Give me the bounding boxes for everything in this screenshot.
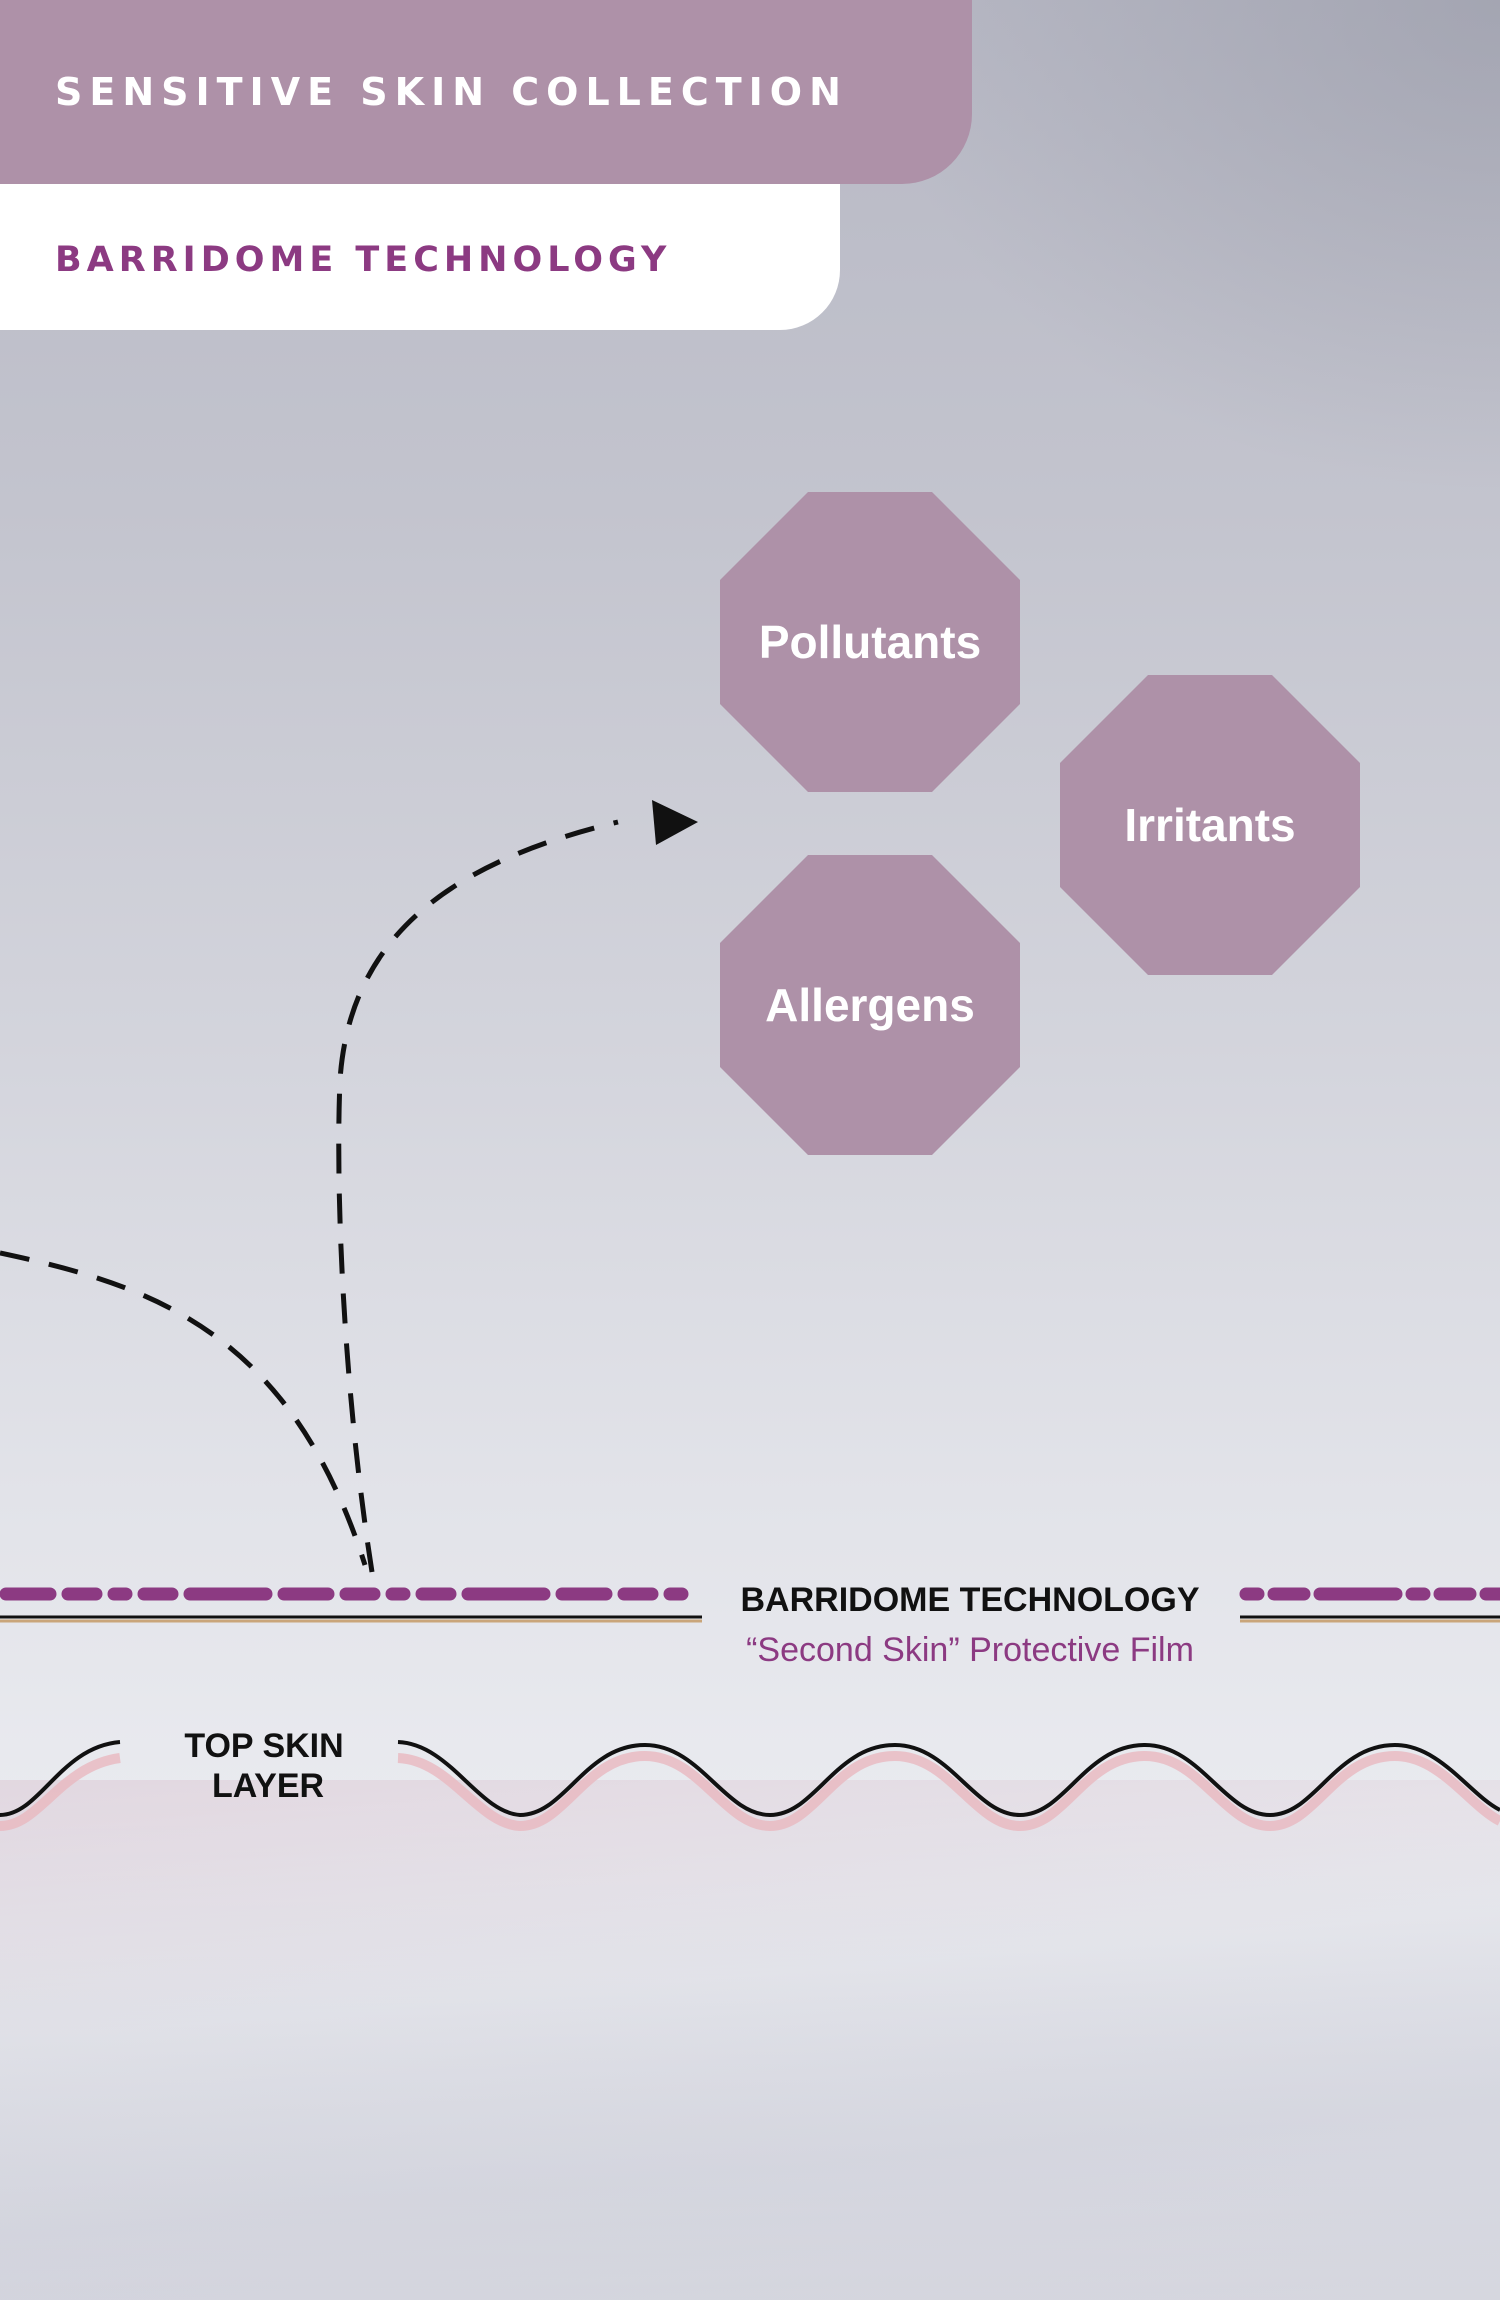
film-subtitle: “Second Skin” Protective Film	[746, 1631, 1194, 1669]
skin-label-line1: TOP SKIN	[184, 1727, 343, 1765]
protective-film: BARRIDOME TECHNOLOGY “Second Skin” Prote…	[0, 1581, 1500, 1669]
deflection-path-up	[336, 819, 619, 1573]
collection-banner: SENSITIVE SKIN COLLECTION	[0, 0, 972, 184]
skin-wave-shadow	[0, 1750, 1500, 1832]
octagon-shape	[1060, 675, 1360, 975]
threat-label: Allergens	[765, 979, 975, 1031]
skin-layer: TOP SKIN LAYER	[0, 1727, 1500, 1832]
technology-title: BARRIDOME TECHNOLOGY	[55, 240, 672, 280]
threat-label: Pollutants	[759, 616, 981, 668]
threat-allergens: Allergens	[720, 855, 1020, 1155]
film-title: BARRIDOME TECHNOLOGY	[741, 1581, 1200, 1619]
threat-irritants: Irritants	[1060, 675, 1360, 975]
octagon-shape	[720, 855, 1020, 1155]
deflection-path-left	[0, 1250, 368, 1566]
skin-wave-line	[0, 1740, 1500, 1818]
collection-title: SENSITIVE SKIN COLLECTION	[55, 70, 848, 114]
technology-banner: BARRIDOME TECHNOLOGY	[0, 184, 840, 330]
threat-pollutants: Pollutants	[720, 492, 1020, 792]
arrow-head-icon	[652, 800, 698, 845]
skin-label-line2: LAYER	[212, 1767, 324, 1805]
threat-label: Irritants	[1124, 799, 1295, 851]
octagon-shape	[720, 492, 1020, 792]
